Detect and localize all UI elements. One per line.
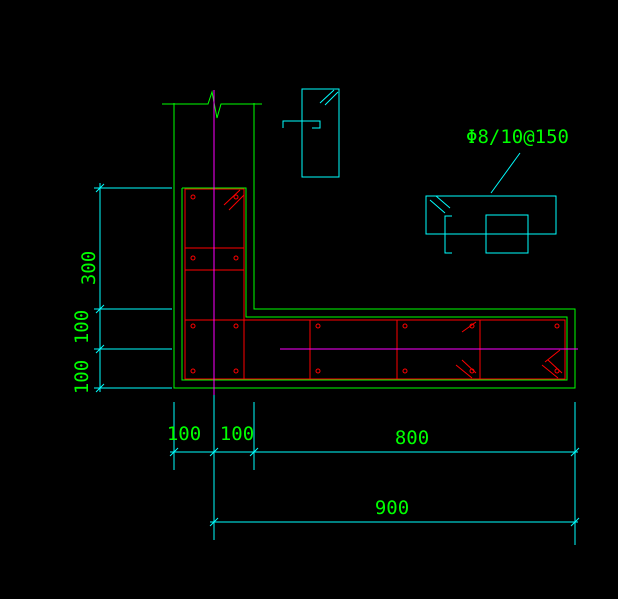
dimension-lines xyxy=(94,183,580,545)
dim-horizontal-left: 100 xyxy=(167,423,201,445)
dim-horizontal-mid: 100 xyxy=(220,423,254,445)
dim-vertical-top: 300 xyxy=(78,251,100,285)
stirrup-spec-label: Φ8/10@150 xyxy=(466,126,569,148)
stirrup-detail-top xyxy=(282,88,340,178)
rebar-cage xyxy=(184,188,566,380)
dim-vertical-bottom: 100 xyxy=(71,360,93,394)
stirrup-detail-right xyxy=(425,152,557,254)
dim-horizontal-total: 900 xyxy=(375,497,409,519)
dim-horizontal-right: 800 xyxy=(395,427,429,449)
dim-vertical-middle: 100 xyxy=(71,310,93,344)
axis-lines xyxy=(213,90,578,395)
